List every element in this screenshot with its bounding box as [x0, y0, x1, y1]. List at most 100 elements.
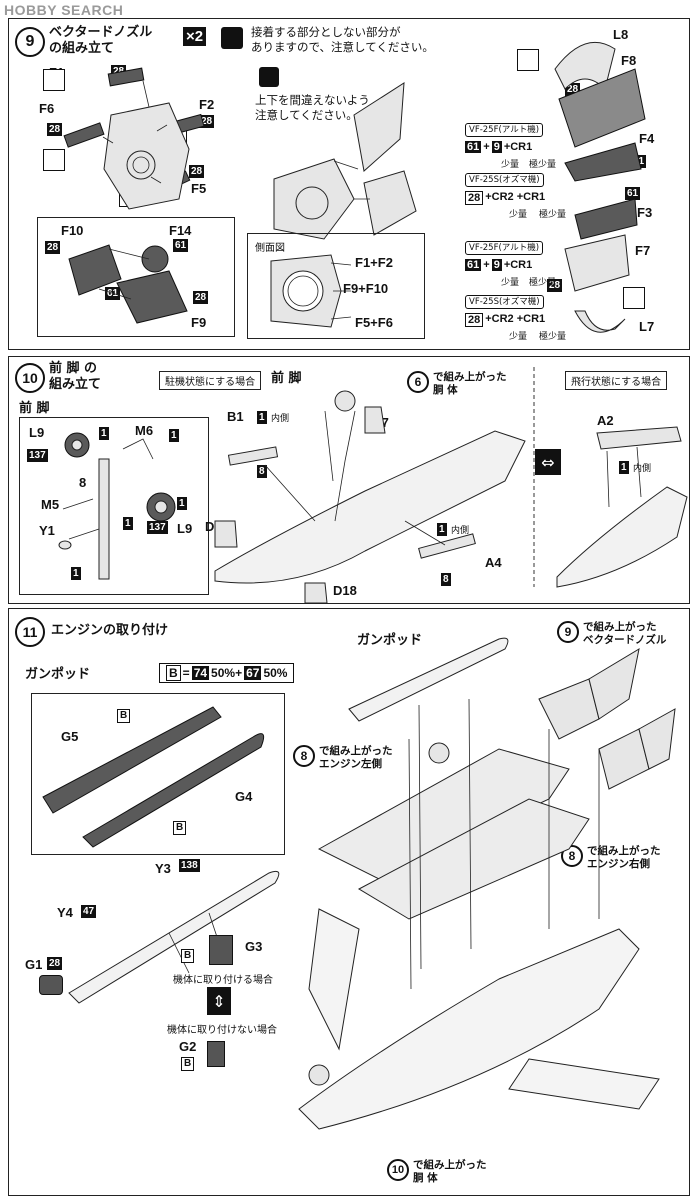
orientation-icon: [259, 67, 279, 87]
step-10-number: 10: [15, 363, 45, 393]
part-F2: F2: [199, 97, 215, 112]
swap-arrow-icon: ⇕: [207, 987, 231, 1015]
color-badge: 1: [123, 517, 133, 530]
part-8: 8: [79, 475, 87, 490]
inner-side-label: 内側: [633, 464, 652, 474]
color-code: 28: [465, 191, 484, 205]
step-9-title: ベクタードノズル の組み立て: [49, 25, 153, 56]
gunpod-parts-drawing: [42, 706, 265, 848]
part-Y1: Y1: [39, 523, 55, 538]
engine-left-ref: 8 で組み上がった エンジン左側: [293, 745, 393, 771]
gunpod-heading: ガンポッド: [25, 667, 91, 682]
swap-arrow-icon: ⇔: [535, 449, 561, 475]
part-M6: M6: [135, 423, 154, 438]
no-glue-icon: [43, 149, 65, 171]
part-F9: F9: [191, 315, 207, 330]
flight-mode-label: 飛行状態にする場合: [565, 371, 668, 390]
gunpod-heading-2: ガンポッド: [357, 633, 423, 648]
color-badge: 28: [547, 279, 563, 292]
glue-note: 接着する部分としない部分が ありますので、注意してください。: [251, 25, 434, 54]
tiny-amount: 極少量: [529, 160, 557, 170]
ref-step-number: 9: [557, 621, 579, 643]
formula-a: 61 + 9 +CR1: [465, 141, 532, 153]
front-leg-box: [19, 417, 209, 595]
formula-b: 28 +CR2 +CR1: [465, 191, 545, 205]
ref-text: で組み上がった ベクタードノズル: [583, 621, 667, 646]
part-F6: F6: [39, 101, 55, 116]
glue-icon: [221, 27, 243, 49]
ref-step-number: 10: [387, 1159, 409, 1181]
side-view-title: 側面図: [255, 243, 285, 254]
small-amount: 少量: [509, 210, 528, 220]
nozzle-assembly-drawing: [273, 82, 417, 240]
formula-rest: +CR1: [503, 259, 533, 271]
formula-rest: +CR2 +CR1: [485, 191, 546, 203]
color-badge: 8: [441, 573, 451, 586]
mix-ratio: 50%+: [211, 666, 243, 680]
step-9-number: 9: [15, 27, 45, 57]
plus: +: [483, 259, 490, 271]
orientation-note: 上下を間違えないよう 注意してください。: [255, 93, 370, 122]
small-amount: 少量: [501, 160, 520, 170]
inner-side-label: 内側: [451, 526, 470, 536]
front-leg-drawing: [58, 432, 176, 580]
color-code: 28: [465, 313, 484, 327]
ref-text: で組み上がった 胴 体: [433, 371, 507, 396]
no-glue-icon: [517, 49, 539, 71]
vf25f-tag: VF-25F(アルト機): [465, 123, 544, 137]
vf25f-tag: VF-25F(アルト機): [465, 241, 544, 255]
site-logo: HOBBY SEARCH: [4, 2, 124, 18]
vf25s-tag: VF-25S(オズマ機): [465, 295, 544, 309]
step-10-title: 前 脚 の 組み立て: [49, 361, 102, 392]
part-G3: G3: [245, 939, 263, 954]
color-badge: 1: [437, 523, 447, 536]
part-M5: M5: [41, 497, 60, 512]
color-badge: 137: [27, 449, 48, 462]
part-L7: L7: [639, 319, 655, 334]
ref-step-number: 8: [293, 745, 315, 767]
side-view-drawing: [270, 254, 352, 328]
color-badge: 47: [81, 905, 97, 918]
plus: +: [483, 141, 490, 153]
color-badge: 28: [189, 165, 205, 178]
step-11-panel: 11 エンジンの取り付け ガンポッド B = 74 50%+ 67 50% G5…: [8, 608, 690, 1196]
part-F3: F3: [637, 205, 653, 220]
part-F8: F8: [621, 53, 637, 68]
part-F4: F4: [639, 131, 655, 146]
color-badge: 1: [619, 461, 629, 474]
aircraft-assembly-drawing: [298, 637, 676, 1130]
inner-assembly-box: [37, 217, 235, 337]
ref-text: で組み上がった エンジン左側: [319, 745, 393, 770]
color-badge: B: [181, 949, 195, 963]
color-badge: 1: [99, 427, 109, 440]
front-leg-label-2: 前 脚: [271, 371, 302, 386]
part-G2: G2: [179, 1039, 197, 1054]
color-badge: B: [173, 821, 187, 835]
part-L9-right: L9: [177, 521, 193, 536]
flight-mode-drawing: [556, 426, 688, 588]
mix-color: 67: [244, 666, 262, 680]
no-glue-icon: [43, 69, 65, 91]
side-label-f5f6: F5+F6: [355, 315, 393, 330]
no-glue-icon: [623, 287, 645, 309]
color-code: 61: [465, 141, 482, 153]
formula-d: 28 +CR2 +CR1: [465, 313, 545, 327]
side-label-f1f2: F1+F2: [355, 255, 393, 270]
part-B1: B1: [227, 409, 244, 424]
part-D18: D18: [333, 583, 357, 598]
engine-right-ref: 8 で組み上がった エンジン右側: [561, 845, 661, 871]
step-11-number: 11: [15, 617, 45, 647]
color-code: 61: [465, 259, 482, 271]
formula-c: 61 + 9 +CR1: [465, 259, 532, 271]
color-badge: 1: [71, 567, 81, 580]
inner-parts-drawing: [68, 244, 188, 324]
g2-part-icon: [207, 1041, 225, 1067]
mix-color: 74: [191, 666, 210, 680]
ref-step-number: 8: [561, 845, 583, 867]
part-F7: F7: [635, 243, 651, 258]
color-badge: 28: [193, 291, 209, 304]
count-badge: ×2: [183, 27, 207, 46]
tiny-amount: 極少量: [539, 210, 567, 220]
mix-eq: =: [182, 666, 190, 680]
color-badge: 28: [45, 241, 61, 254]
